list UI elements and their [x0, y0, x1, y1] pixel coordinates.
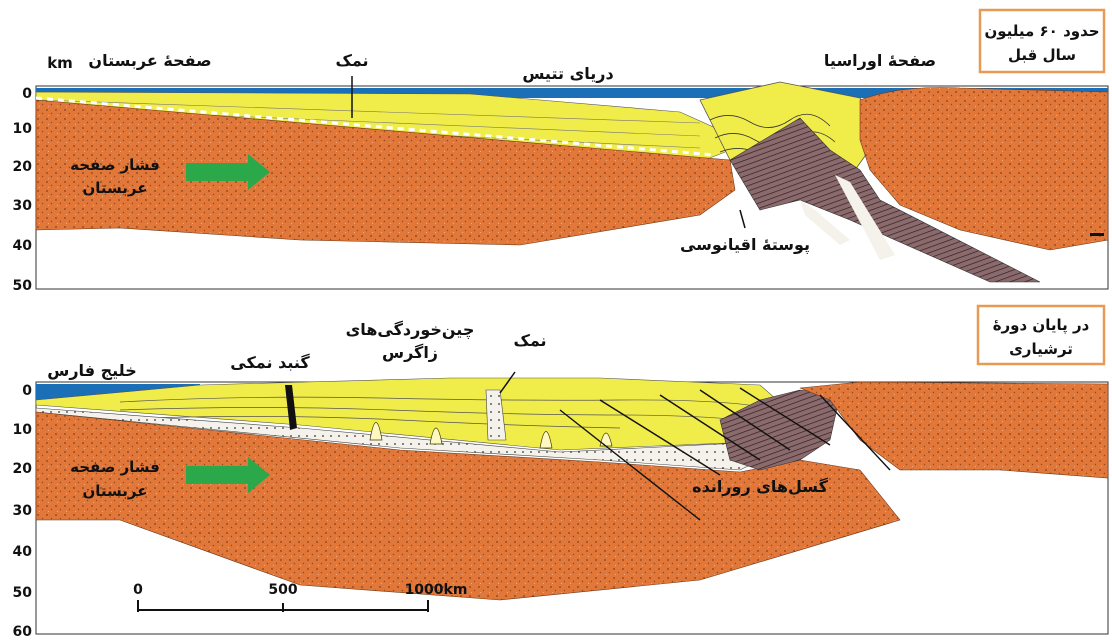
- top-pressure-label-line1: فشار صفحه: [70, 156, 160, 174]
- bottom-pressure-label-line1: فشار صفحه: [70, 458, 160, 476]
- top-section: km 0 10 20 30 40 50 صفحهٔ عربستان نمک در…: [13, 10, 1108, 294]
- oceanic-crust-label: پوستهٔ اقیانوسی: [680, 235, 810, 255]
- bottom-eurasian-plate: [800, 382, 1108, 478]
- bottom-salt-label: نمک: [513, 331, 546, 350]
- scale-label: 0: [133, 582, 143, 598]
- persian-gulf-label: خلیج فارس: [47, 361, 136, 380]
- salt-dome-label: گنبد نمکی: [230, 353, 310, 372]
- top-salt-label: نمک: [335, 51, 368, 70]
- bottom-depth-tick: 60: [13, 624, 33, 640]
- top-depth-tick: 0: [22, 86, 32, 102]
- eurasian-plate-label: صفحهٔ اوراسیا: [824, 51, 936, 70]
- top-pressure-label-line2: عربستان: [82, 179, 147, 197]
- scale-label: 500: [268, 582, 297, 598]
- top-depth-tick: 20: [13, 159, 33, 175]
- bottom-depth-tick: 0: [22, 383, 32, 399]
- thrust-faults-label: گسل‌های رورانده: [692, 477, 828, 496]
- top-era-line1: حدود ۶۰ میلیون: [984, 22, 1099, 40]
- top-unit-label: km: [47, 54, 73, 72]
- scale-bar: 0 500 1000km: [133, 582, 467, 612]
- bottom-depth-tick: 10: [13, 422, 33, 438]
- zagros-folds-label-line1: چین‌خوردگی‌های: [346, 320, 475, 340]
- top-era-box: حدود ۶۰ میلیون سال قبل: [980, 10, 1104, 72]
- zagros-folds-label-line2: زاگرس: [382, 343, 438, 362]
- arabian-plate-label: صفحهٔ عربستان: [88, 51, 211, 70]
- bottom-depth-tick: 20: [13, 461, 33, 477]
- bottom-depth-tick: 40: [13, 544, 33, 560]
- bottom-era-box: در پایان دورهٔ ترشیاری: [978, 306, 1104, 364]
- scale-label: 1000km: [405, 582, 468, 598]
- tethys-sea-label: دریای تتیس: [522, 64, 613, 83]
- bottom-depth-tick: 50: [13, 585, 33, 601]
- top-depth-tick: 10: [13, 121, 33, 137]
- top-depth-tick: 50: [13, 278, 33, 294]
- top-depth-tick: 40: [13, 238, 33, 254]
- bottom-section: 0 10 20 30 40 50 60 خلیج فارس گنبد نمکی …: [13, 306, 1108, 640]
- bottom-era-line2: ترشیاری: [1009, 340, 1073, 358]
- top-era-line2: سال قبل: [1008, 46, 1076, 64]
- bottom-era-line1: در پایان دورهٔ: [993, 316, 1090, 335]
- top-depth-tick: 30: [13, 198, 33, 214]
- bottom-pressure-label-line2: عربستان: [82, 482, 147, 500]
- bottom-depth-tick: 30: [13, 503, 33, 519]
